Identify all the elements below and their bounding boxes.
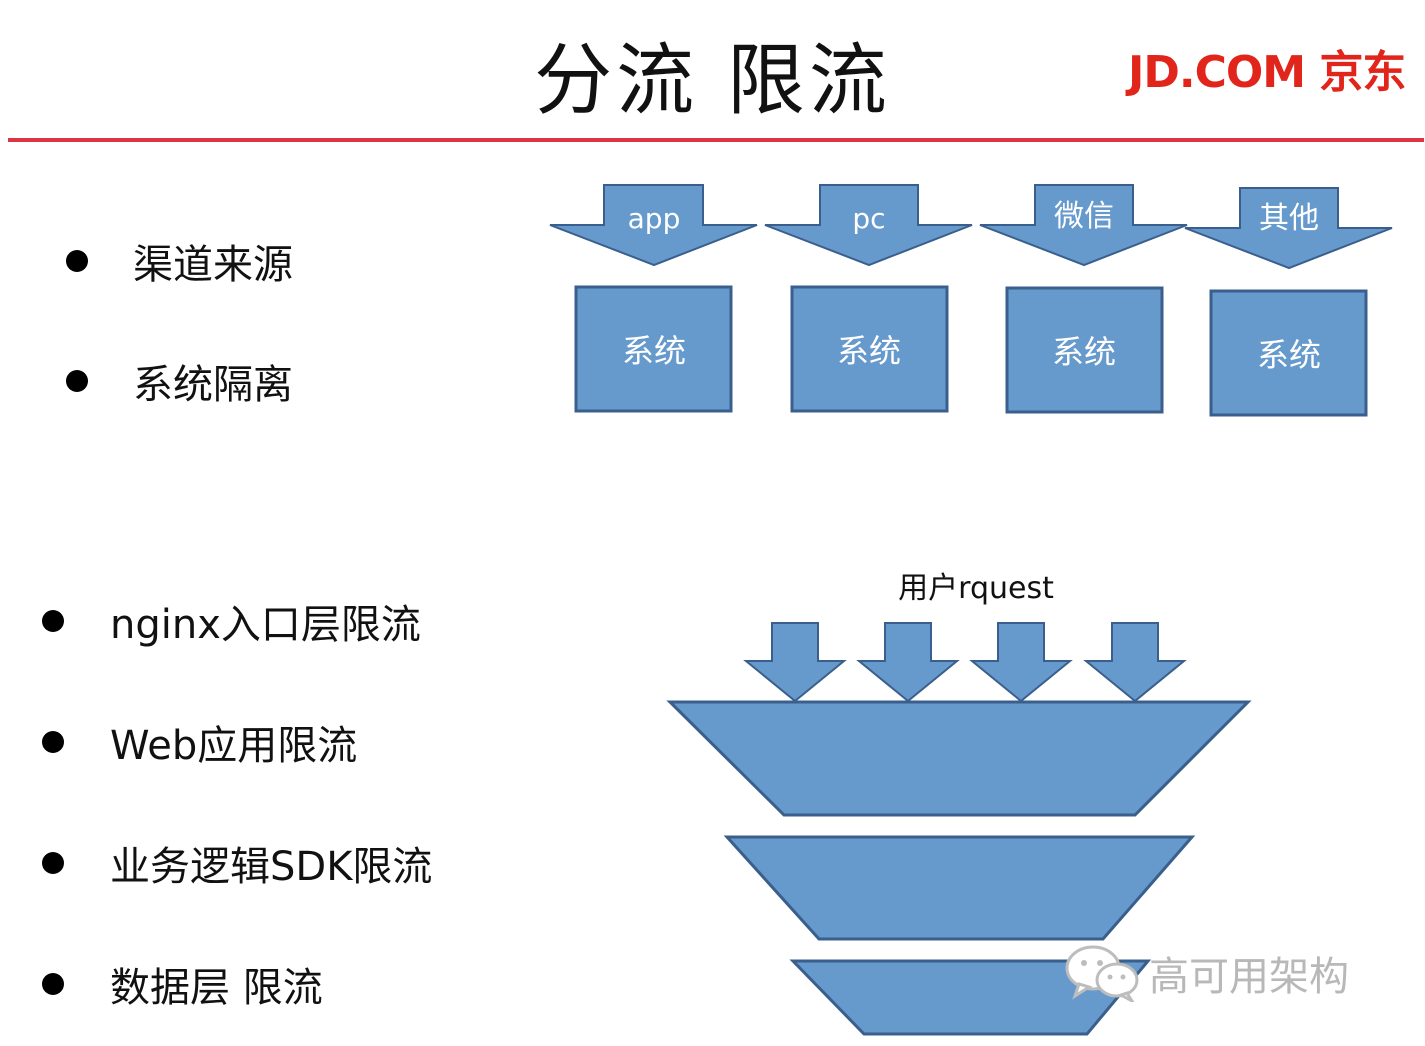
bullet-dot	[42, 973, 64, 995]
system-box-pc: 系统	[790, 285, 949, 413]
channel-arrow-other: 其他	[1184, 187, 1393, 270]
watermark-text: 高可用架构	[1149, 954, 1349, 1000]
request-arrow	[969, 622, 1073, 703]
channel-label: 微信	[1054, 199, 1114, 234]
channel-arrow-app: app	[549, 184, 758, 267]
bullet-text: 数据层 限流	[110, 965, 323, 1011]
wechat-icon	[1065, 945, 1139, 1002]
system-label: 系统	[837, 332, 901, 370]
bullet-nginx-limit: nginx入口层限流	[42, 592, 421, 650]
system-label: 系统	[1257, 336, 1321, 374]
jd-logo: JD.COM 京东	[1128, 47, 1406, 98]
bullet-data-limit: 数据层 限流	[42, 955, 323, 1013]
request-arrow	[1083, 622, 1187, 703]
bullet-channel-source: 渠道来源	[66, 232, 293, 290]
channel-arrow-wechat: 微信	[979, 184, 1188, 267]
bullet-system-isolation: 系统隔离	[66, 352, 293, 410]
funnel-layer-1	[666, 700, 1252, 817]
bullet-dot	[42, 852, 64, 874]
bullet-dot	[42, 610, 64, 632]
bullet-text: Web应用限流	[110, 723, 358, 769]
bullet-sdk-limit: 业务逻辑SDK限流	[42, 834, 432, 892]
bullet-dot	[42, 731, 64, 753]
watermark: 高可用架构	[1065, 944, 1349, 1002]
page-title: 分流 限流	[534, 36, 891, 126]
channel-label: 其他	[1259, 201, 1319, 236]
channel-label: pc	[852, 202, 885, 235]
bullet-dot	[66, 370, 88, 392]
system-box-app: 系统	[574, 285, 733, 413]
channel-label: app	[628, 202, 681, 235]
request-arrow	[856, 622, 960, 703]
bullet-text: 业务逻辑SDK限流	[110, 844, 433, 890]
request-arrow	[743, 622, 847, 703]
system-box-wechat: 系统	[1005, 286, 1164, 414]
bullet-dot	[66, 250, 88, 272]
system-label: 系统	[622, 332, 686, 370]
channel-arrow-pc: pc	[764, 184, 973, 267]
funnel-layer-3	[789, 959, 1152, 1036]
header-divider	[8, 138, 1424, 142]
system-box-other: 系统	[1209, 289, 1368, 417]
bullet-text: 系统隔离	[133, 362, 293, 408]
funnel-layer-2	[723, 835, 1196, 941]
bullet-text: nginx入口层限流	[110, 602, 421, 648]
bullet-text: 渠道来源	[133, 242, 293, 288]
system-label: 系统	[1052, 333, 1116, 371]
bullet-web-limit: Web应用限流	[42, 713, 357, 771]
request-label: 用户rquest	[898, 571, 1054, 606]
